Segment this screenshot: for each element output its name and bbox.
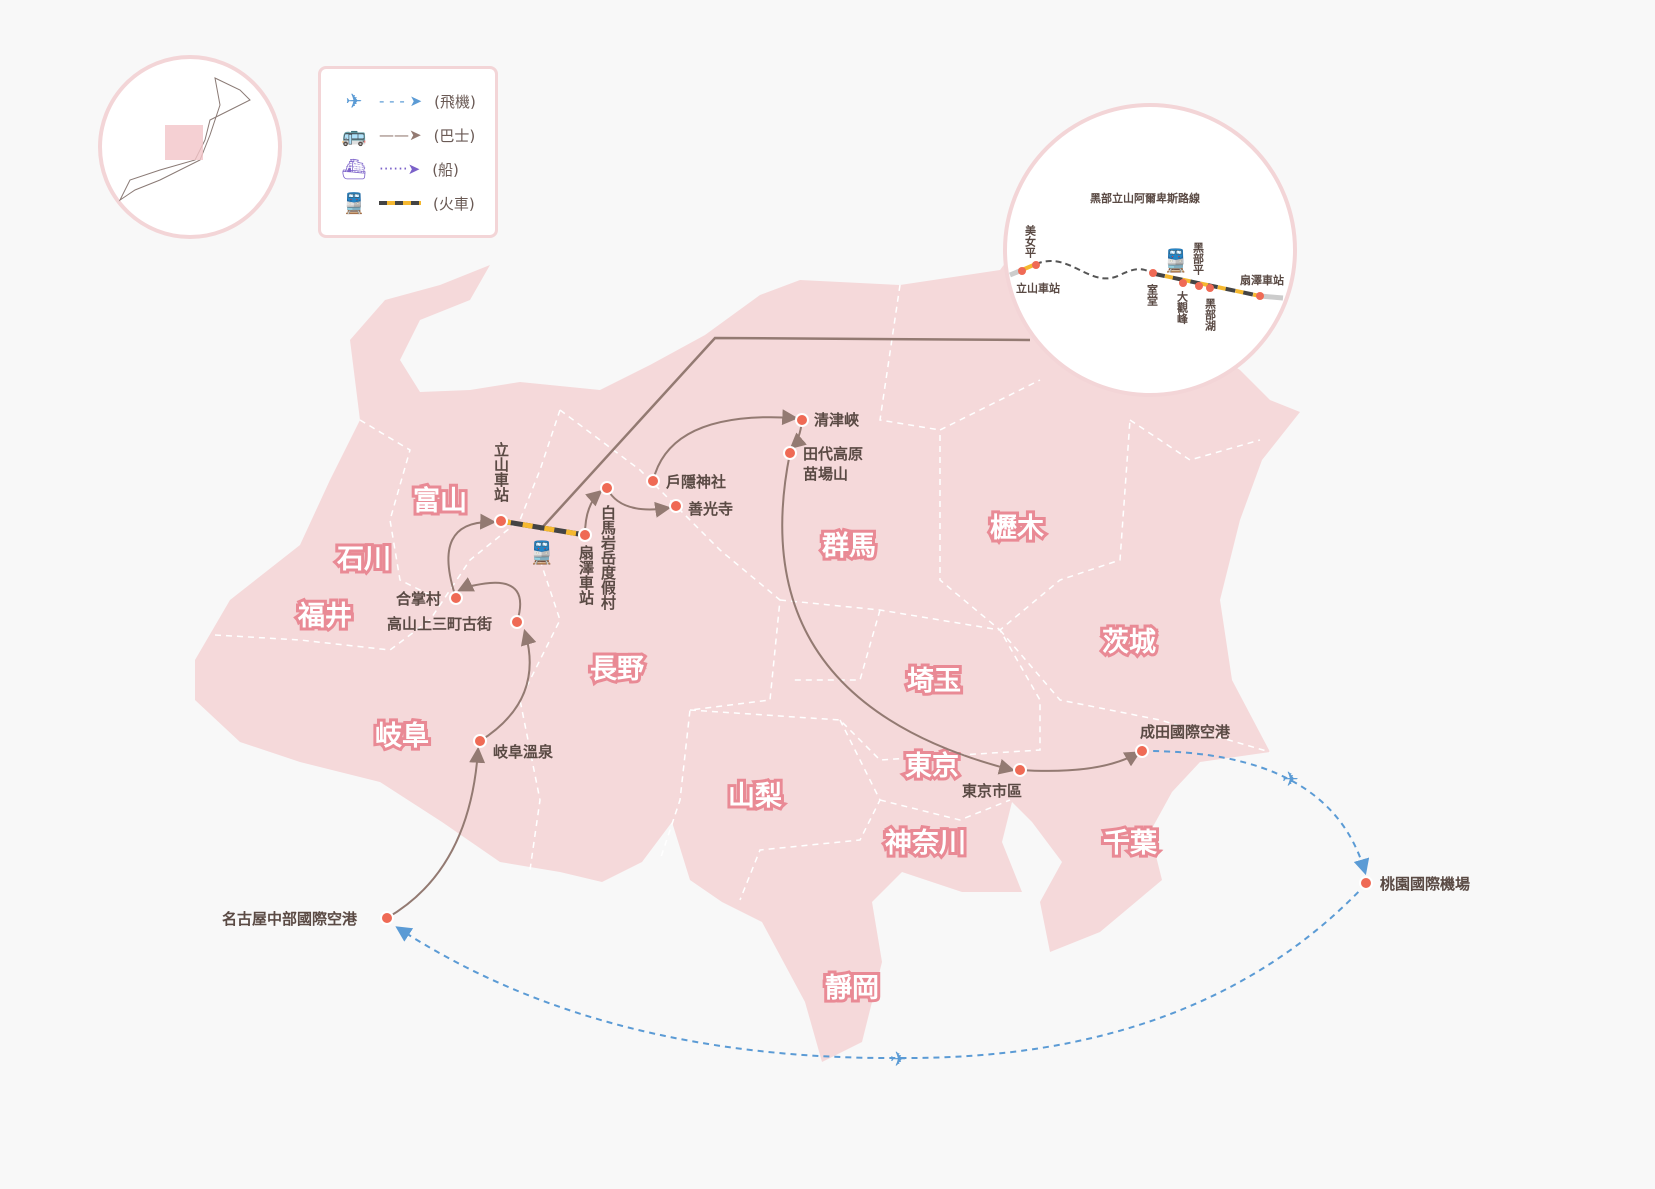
rail-line-icon xyxy=(379,201,421,205)
legend-label: (火車) xyxy=(433,194,475,213)
svg-text:岐阜: 岐阜 xyxy=(375,721,429,752)
inset-connector xyxy=(539,336,1031,531)
airplane-icon: ✈ xyxy=(1282,767,1299,791)
svg-text:苗場山: 苗場山 xyxy=(803,465,848,483)
svg-text:成田國際空港: 成田國際空港 xyxy=(1140,723,1231,741)
svg-text:清津峽: 清津峽 xyxy=(814,411,860,429)
legend-bus: 🚌 ——➤ (巴士) xyxy=(341,123,476,147)
airplane-icon: ✈ xyxy=(345,89,363,113)
svg-text:名古屋中部國際空港: 名古屋中部國際空港 xyxy=(222,910,358,928)
legend-train: 🚆 (火車) xyxy=(341,191,475,215)
dashed-arrow-icon: - - - ➤ xyxy=(379,92,423,110)
svg-text:岐阜溫泉: 岐阜溫泉 xyxy=(493,743,554,761)
svg-text:福井: 福井 xyxy=(297,601,352,632)
svg-text:立山車站: 立山車站 xyxy=(492,441,510,503)
svg-text:高山上三町古街: 高山上三町古街 xyxy=(387,615,492,633)
legend-plane: ✈ - - - ➤ (飛機) xyxy=(341,89,476,113)
location-pins xyxy=(380,413,1373,925)
svg-text:田代高原: 田代高原 xyxy=(803,445,863,463)
svg-text:合掌村: 合掌村 xyxy=(395,590,441,608)
svg-text:茨城: 茨城 xyxy=(1102,627,1156,658)
bus-icon: 🚌 xyxy=(341,123,367,147)
svg-text:善光寺: 善光寺 xyxy=(688,500,733,518)
svg-text:戶隱神社: 戶隱神社 xyxy=(666,473,726,491)
svg-text:石川: 石川 xyxy=(336,544,391,575)
legend-label: (船) xyxy=(432,160,459,179)
airplane-icon: ✈ xyxy=(890,1047,907,1071)
svg-text:千葉: 千葉 xyxy=(1103,828,1158,859)
inset-station: 黑部湖 xyxy=(1204,298,1217,332)
legend-ship: ⛴ ······➤ (船) xyxy=(341,157,459,181)
svg-text:山梨: 山梨 xyxy=(728,781,782,812)
inset-station: 立山車站 xyxy=(1016,281,1060,295)
inset-station: 室堂 xyxy=(1146,283,1159,306)
japan-outline xyxy=(118,77,251,202)
inset-station: 美女平 xyxy=(1024,224,1037,259)
ship-icon: ⛴ xyxy=(341,157,367,181)
place-labels: 立山車站 扇澤車站 白馬岩岳度假村 戶隱神社 善光寺 清津峽 田代高原 苗場山 … xyxy=(222,411,1470,928)
legend-label: (飛機) xyxy=(434,92,476,111)
svg-text:群馬: 群馬 xyxy=(822,531,876,562)
land-mass xyxy=(195,230,1300,1062)
train-icon: 🚆 xyxy=(341,191,367,215)
legend: ✈ - - - ➤ (飛機) 🚌 ——➤ (巴士) ⛴ ······➤ (船) 🚆 (火車) xyxy=(318,66,498,238)
prefecture-borders xyxy=(214,284,1271,901)
svg-text:東京市區: 東京市區 xyxy=(962,782,1022,800)
svg-text:神奈川: 神奈川 xyxy=(885,828,966,859)
svg-text:長野: 長野 xyxy=(590,654,644,685)
legend-label: (巴士) xyxy=(433,126,476,145)
svg-text:櫪木: 櫪木 xyxy=(990,513,1044,544)
region-highlight xyxy=(165,125,203,160)
svg-text:扇澤車站: 扇澤車站 xyxy=(577,544,595,606)
svg-text:埼玉: 埼玉 xyxy=(907,666,961,697)
flight-routes xyxy=(395,749,1370,1060)
svg-text:東京: 東京 xyxy=(905,750,959,782)
train-icon: 🚆 xyxy=(1162,248,1189,274)
inset-station: 大觀峰 xyxy=(1176,290,1189,325)
inset-station: 扇澤車站 xyxy=(1240,273,1284,287)
svg-text:白馬岩岳度假村: 白馬岩岳度假村 xyxy=(599,504,617,611)
dotted-arrow-icon: ······➤ xyxy=(379,160,421,178)
inset-circle xyxy=(1003,103,1297,397)
svg-text:靜岡: 靜岡 xyxy=(825,973,879,1004)
inset-title: 黑部立山阿爾卑斯路線 xyxy=(1090,191,1200,205)
train-icon: 🚆 xyxy=(528,540,555,566)
solid-arrow-icon: ——➤ xyxy=(379,126,422,144)
svg-text:富山: 富山 xyxy=(413,485,467,517)
prefecture-labels: 富山 石川 福井 岐阜 長野 群馬 櫪木 茨城 埼玉 東京 山梨 神奈川 千葉 … xyxy=(294,482,1161,1007)
inset-station: 黑部平 xyxy=(1192,242,1205,276)
svg-text:桃園國際機場: 桃園國際機場 xyxy=(1380,875,1470,893)
